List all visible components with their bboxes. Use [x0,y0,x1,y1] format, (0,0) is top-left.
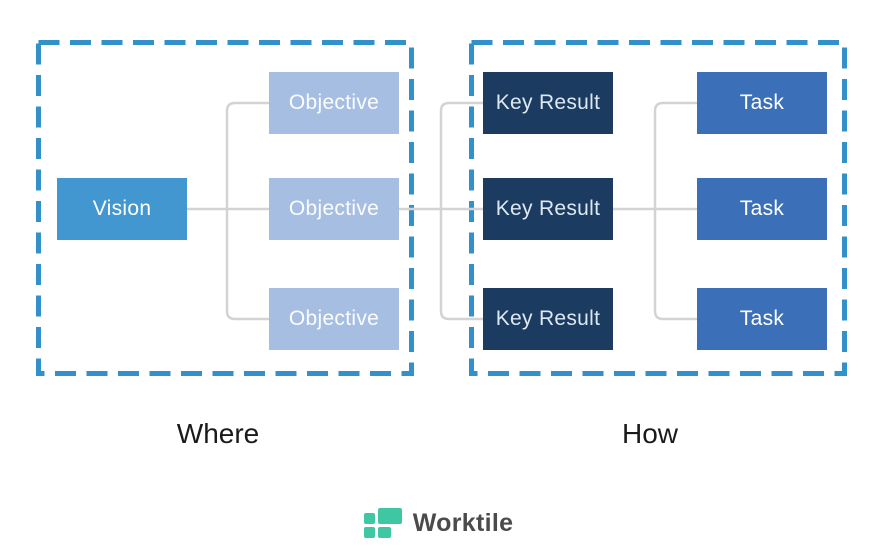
worktile-logo-icon [363,508,402,538]
logo-tile [377,508,402,524]
where-label: Where [176,418,260,449]
task-box-2: Task [697,178,827,240]
trunk-keyresults [439,101,483,321]
task-box-1: Task [697,72,827,134]
objective-box-2: Objective [269,178,399,240]
trunk-tasks [653,101,697,321]
logo-tile [363,527,375,538]
key-result-box-3: Key Result [483,288,613,350]
logo-tile [363,513,375,524]
key-result-box-1: Key Result [483,72,613,134]
connector-lines [187,101,697,321]
vision-box: Vision [57,178,187,240]
task-box-3: Task [697,288,827,350]
brand-logo-text: Worktile [412,508,514,537]
logo-tile [377,527,391,538]
brand-logo: Worktile [0,508,877,538]
key-result-box-2: Key Result [483,178,613,240]
how-label: How [621,418,678,449]
trunk-objectives [225,101,269,321]
objective-box-1: Objective [269,72,399,134]
objective-box-3: Objective [269,288,399,350]
